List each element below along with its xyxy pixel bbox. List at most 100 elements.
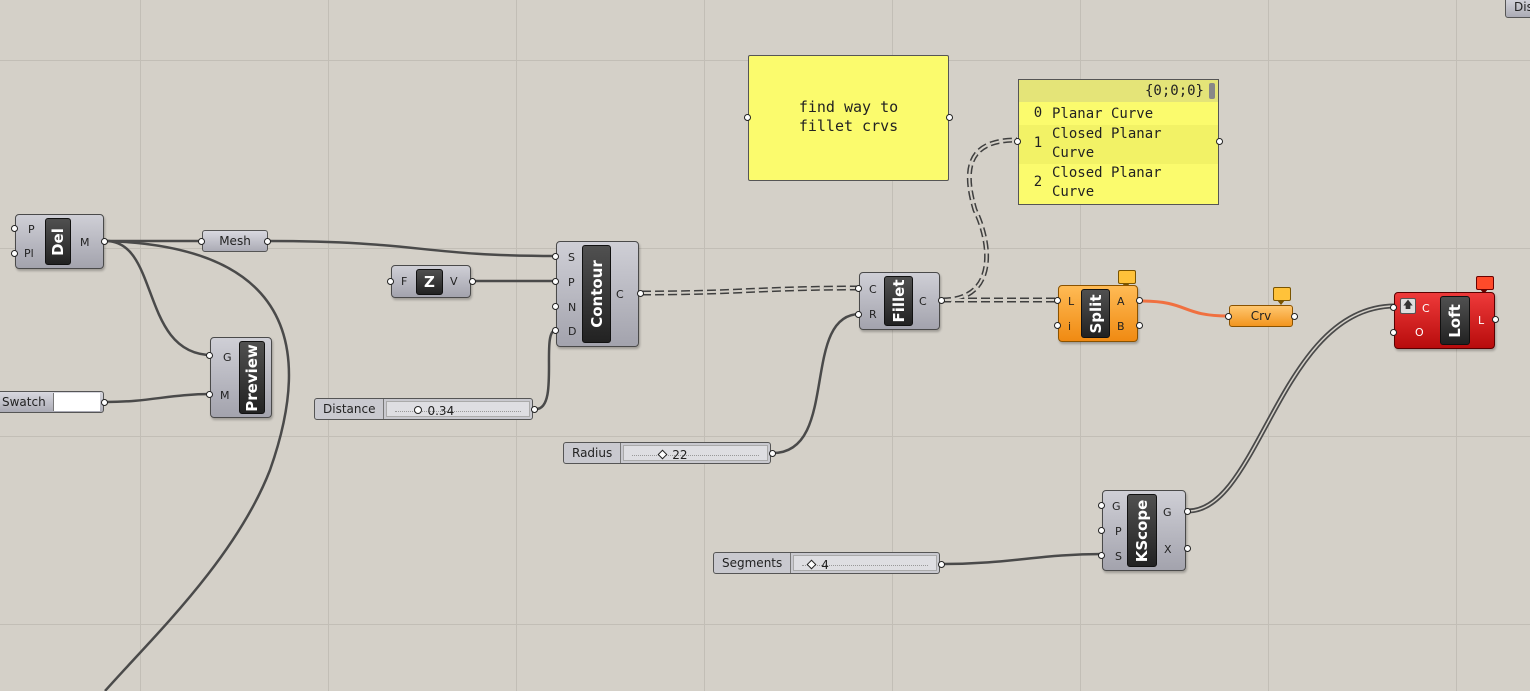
param-mesh[interactable]: Mesh <box>202 230 268 252</box>
list-panel-grip-out[interactable] <box>1216 138 1223 145</box>
component-preview[interactable]: G M Preview <box>210 337 272 418</box>
loft-grip-o[interactable] <box>1390 329 1397 336</box>
swatch-color-box[interactable] <box>53 393 100 411</box>
radius-grip-out[interactable] <box>769 450 776 457</box>
contour-grip-d[interactable] <box>552 327 559 334</box>
split-name-plate: Split <box>1081 289 1110 338</box>
del-input-p: P <box>28 223 35 236</box>
kscope-input-g: G <box>1112 500 1121 513</box>
wire-split-to-crv <box>1139 299 1230 318</box>
wire-del-to-preview <box>105 239 213 357</box>
slider-radius[interactable]: Radius 22 <box>563 442 771 464</box>
swatch-label: Swatch <box>2 395 46 409</box>
component-kscope[interactable]: G P S KScope G X <box>1102 490 1186 571</box>
kscope-grip-p[interactable] <box>1098 527 1105 534</box>
loft-input-o: O <box>1415 326 1424 339</box>
component-split[interactable]: L i Split A B <box>1058 285 1138 342</box>
loft-grip-l[interactable] <box>1492 316 1499 323</box>
slider-radius-label: Radius <box>564 443 622 463</box>
segments-grip-out[interactable] <box>938 561 945 568</box>
slider-distance-knob[interactable] <box>414 406 423 414</box>
mesh-grip-in[interactable] <box>198 238 205 245</box>
distance-grip-out[interactable] <box>531 406 538 413</box>
split-grip-i[interactable] <box>1054 322 1061 329</box>
unit-z-name-plate: Z <box>416 269 443 295</box>
slider-radius-track[interactable]: 22 <box>623 445 768 462</box>
del-input-pl: Pl <box>24 247 34 260</box>
kscope-output-g: G <box>1163 506 1172 519</box>
param-swatch[interactable]: Swatch <box>0 391 104 413</box>
loft-name-plate: Loft <box>1440 296 1470 345</box>
note-panel-text: find way to fillet crvs <box>798 98 899 135</box>
slider-segments-knob[interactable] <box>806 559 817 570</box>
wire-del-down <box>104 239 291 691</box>
corner-tab[interactable]: Dis <box>1505 0 1530 18</box>
wire-swatch-to-preview <box>105 392 213 404</box>
del-grip-p[interactable] <box>11 225 18 232</box>
loft-input-c: C <box>1422 302 1430 315</box>
fillet-input-c: C <box>869 283 877 296</box>
contour-input-d: D <box>568 325 577 338</box>
component-fillet[interactable]: C R Fillet C <box>859 272 940 330</box>
fillet-grip-r[interactable] <box>855 311 862 318</box>
unit-z-grip-v[interactable] <box>469 278 476 285</box>
slider-radius-knob[interactable] <box>657 449 668 460</box>
kscope-name-plate: KScope <box>1127 494 1157 567</box>
slider-segments-track[interactable]: 4 <box>793 555 937 572</box>
list-panel-scrollbar[interactable] <box>1209 83 1215 99</box>
fillet-name-plate: Fillet <box>884 276 913 326</box>
loft-message-bubble[interactable] <box>1476 276 1494 294</box>
note-panel-grip-in[interactable] <box>744 114 751 121</box>
del-grip-m[interactable] <box>101 238 108 245</box>
slider-segments[interactable]: Segments 4 <box>713 552 940 574</box>
del-grip-pl[interactable] <box>11 250 18 257</box>
component-loft[interactable]: 🡅 C O Loft L <box>1394 292 1495 349</box>
loft-upload-icon[interactable]: 🡅 <box>1400 298 1416 314</box>
note-panel[interactable]: find way to fillet crvs <box>748 55 949 181</box>
split-message-bubble[interactable] <box>1118 270 1136 288</box>
list-panel-path: {0;0;0} <box>1019 80 1218 102</box>
param-crv[interactable]: Crv <box>1229 305 1293 327</box>
kscope-grip-out-x[interactable] <box>1184 545 1191 552</box>
mesh-grip-out[interactable] <box>264 238 271 245</box>
contour-grip-s[interactable] <box>552 253 559 260</box>
crv-grip-out[interactable] <box>1291 313 1298 320</box>
list-panel-grip-in[interactable] <box>1014 138 1021 145</box>
contour-grip-p[interactable] <box>552 278 559 285</box>
fillet-grip-out[interactable] <box>938 297 945 304</box>
wire-distance-to-contour <box>535 328 557 411</box>
crv-message-bubble[interactable] <box>1273 287 1291 305</box>
component-unit-z[interactable]: F Z V <box>391 265 471 298</box>
contour-input-s: S <box>568 251 575 264</box>
kscope-input-p: P <box>1115 525 1122 538</box>
split-output-b: B <box>1117 320 1125 333</box>
wire-radius-to-fillet <box>772 312 861 455</box>
split-grip-l[interactable] <box>1054 297 1061 304</box>
swatch-grip-out[interactable] <box>101 399 108 406</box>
slider-distance-track[interactable]: 0.34 <box>386 401 530 418</box>
component-del[interactable]: P Pl Del M <box>15 214 104 269</box>
preview-grip-m[interactable] <box>206 391 213 398</box>
kscope-grip-s[interactable] <box>1098 552 1105 559</box>
kscope-grip-out-g[interactable] <box>1184 508 1191 515</box>
note-panel-grip-out[interactable] <box>946 114 953 121</box>
unit-z-grip-f[interactable] <box>387 278 394 285</box>
preview-grip-g[interactable] <box>206 352 213 359</box>
split-grip-a[interactable] <box>1136 297 1143 304</box>
component-contour[interactable]: S P N D Contour C <box>556 241 639 347</box>
split-output-a: A <box>1117 295 1125 308</box>
split-grip-b[interactable] <box>1136 322 1143 329</box>
crv-grip-in[interactable] <box>1225 313 1232 320</box>
contour-grip-c[interactable] <box>637 290 644 297</box>
kscope-input-s: S <box>1115 550 1122 563</box>
fillet-grip-c[interactable] <box>855 285 862 292</box>
kscope-grip-g[interactable] <box>1098 502 1105 509</box>
slider-distance[interactable]: Distance 0.34 <box>314 398 533 420</box>
loft-grip-c[interactable] <box>1390 304 1397 311</box>
contour-grip-n[interactable] <box>552 303 559 310</box>
